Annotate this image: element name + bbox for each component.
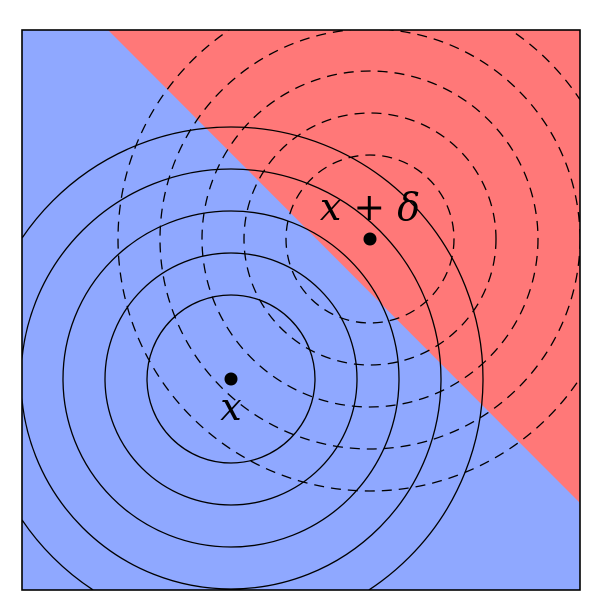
dashed-ring-2 [243,112,497,366]
label-x: x [220,385,241,429]
solid-ring-5 [22,126,484,590]
red-class-region [108,30,580,503]
solid-ring-1 [146,294,316,464]
dashed-ring-5 [117,30,580,492]
solid-ring-2 [104,252,358,506]
dashed-ring-1 [285,154,455,324]
label-x-plus-delta: x + δ [320,185,420,229]
point-x-plus-delta-marker [363,232,377,246]
point-x-marker [224,372,238,386]
dashed-ring-4 [159,30,580,450]
dashed-ring-3 [201,70,539,408]
plot-frame [21,29,581,591]
dashed-circles-around-x-plus-delta [117,30,580,492]
solid-circles-around-x [22,126,484,590]
solid-ring-3 [62,210,400,548]
solid-ring-4 [22,168,442,590]
